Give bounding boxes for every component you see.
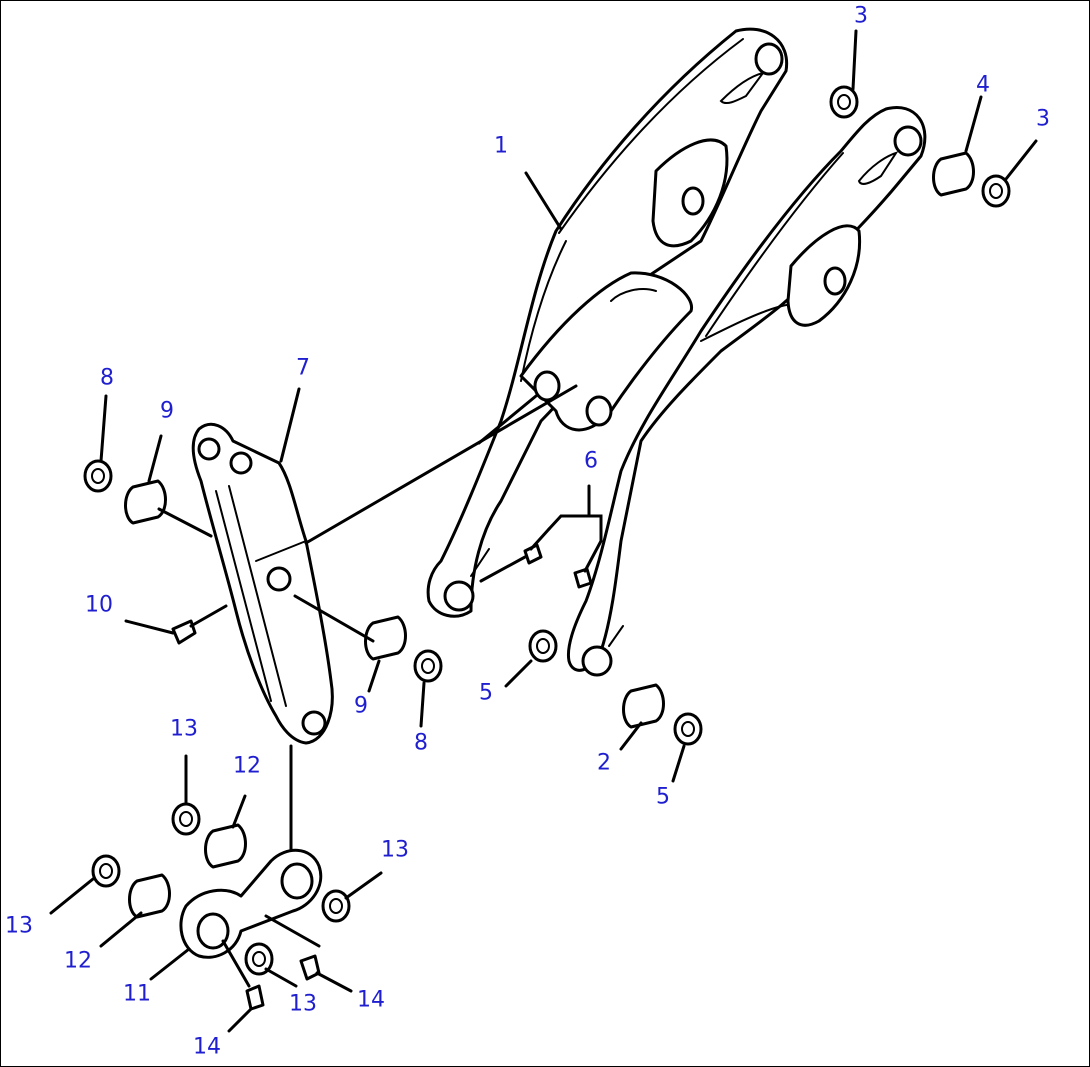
callout-4: 4 [976,73,990,98]
callout-3: 3 [1036,107,1050,132]
callout-13: 13 [170,717,198,742]
callout-13: 13 [289,992,317,1017]
callout-8: 8 [100,366,114,391]
callout-14: 14 [193,1035,221,1060]
callout-13: 13 [381,838,409,863]
callout-3: 3 [854,4,868,29]
callout-2: 2 [597,751,611,776]
callout-labels: 1 2 3 3 4 5 5 6 7 8 8 9 9 10 11 12 12 13… [5,4,1050,1060]
callout-9: 9 [354,694,368,719]
bellcrank [191,422,334,745]
callout-14: 14 [357,988,385,1013]
callout-9: 9 [160,399,174,424]
callout-7: 7 [296,356,310,381]
cross-tube [519,271,693,432]
callout-6: 6 [584,449,598,474]
callout-11: 11 [123,982,151,1007]
small-parts [83,85,1011,1011]
callout-12: 12 [233,754,261,779]
callout-10: 10 [85,593,113,618]
lift-arm-assembly [426,27,927,677]
link [179,848,323,959]
callout-1: 1 [494,134,508,159]
callout-5: 5 [656,785,670,810]
callout-13: 13 [5,914,33,939]
leader-lines [49,29,1038,1033]
callout-5: 5 [479,681,493,706]
callout-8: 8 [414,731,428,756]
callout-12: 12 [64,949,92,974]
